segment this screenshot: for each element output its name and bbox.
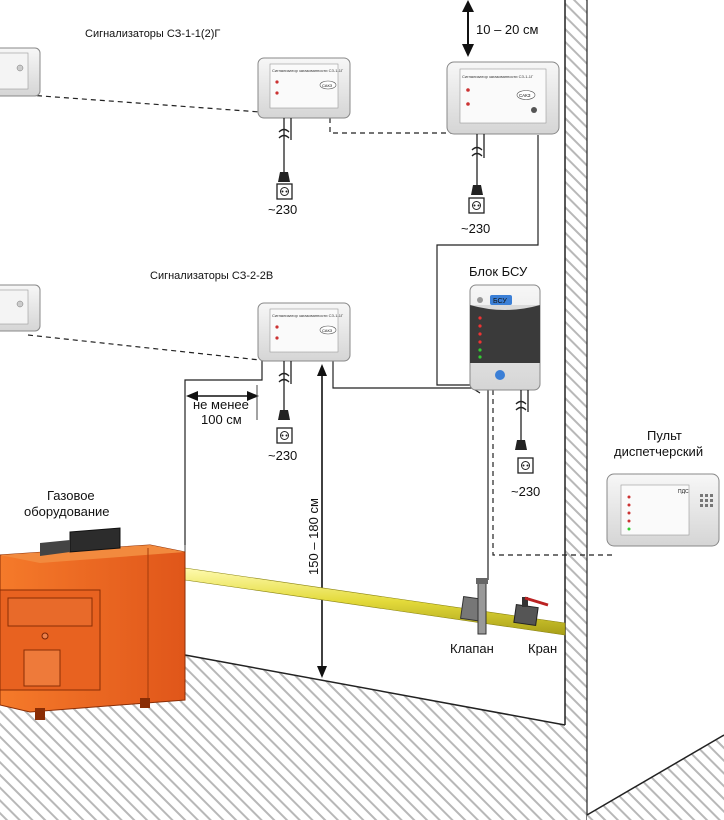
power-cord-1 xyxy=(278,118,292,172)
height-range-label: 150 – 180 см xyxy=(306,498,321,575)
socket-3 xyxy=(276,427,293,444)
sensor-top-right-header: Сигнализатор загазованности СЗ-1-1Г xyxy=(462,74,534,79)
sensor-top-left xyxy=(0,47,41,97)
gas-pipe xyxy=(184,567,566,636)
bsu-power-cord xyxy=(515,390,529,448)
dispatcher-console: ПДС xyxy=(606,473,720,547)
right-floor-edge xyxy=(586,734,724,816)
power-cord-3 xyxy=(278,361,292,412)
mains-label-3: ~230 xyxy=(268,448,297,463)
console-label-1: Пульт xyxy=(647,428,682,443)
gas-equipment-label-2: оборудование xyxy=(24,504,110,519)
socket-4 xyxy=(517,457,534,474)
min-distance-arrow xyxy=(186,385,259,420)
valve-label: Клапан xyxy=(450,641,494,656)
group2-label: Сигнализаторы СЗ-2-2В xyxy=(150,270,273,282)
gas-equipment-label-1: Газовое xyxy=(47,488,95,503)
socket-2 xyxy=(468,197,485,214)
mains-label-4: ~230 xyxy=(511,484,540,499)
right-wall xyxy=(565,0,587,820)
console-brand: ПДС xyxy=(678,489,689,495)
socket-1 xyxy=(276,183,293,200)
plug-2 xyxy=(471,185,483,195)
bsu-title: Блок БСУ xyxy=(469,264,528,279)
sensor-top-right: Сигнализатор загазованности СЗ-1-1Г САКЗ xyxy=(446,61,560,135)
gas-boiler xyxy=(0,527,186,720)
console-label-2: диспетчерский xyxy=(614,444,703,459)
min-distance-label-2: 100 см xyxy=(201,412,242,427)
tap-label: Кран xyxy=(528,641,557,656)
height-dimension-arrow xyxy=(317,364,327,678)
tap xyxy=(513,596,549,627)
ceiling-gap-arrow xyxy=(462,0,474,57)
sensor-top-middle: Сигнализатор загазованности СЗ-1-1Г САКЗ xyxy=(257,57,351,119)
sensor-mid-left xyxy=(0,284,41,332)
power-cord-2 xyxy=(471,134,485,192)
plug-4 xyxy=(515,440,527,450)
mains-label-1: ~230 xyxy=(268,202,297,217)
mains-label-2: ~230 xyxy=(461,221,490,236)
sensor-top-right-brand: САКЗ xyxy=(519,93,531,98)
sensor-top-middle-brand: САКЗ xyxy=(322,83,333,88)
floor-edge xyxy=(184,654,566,726)
plug-1 xyxy=(278,172,290,182)
sensor-mid-brand: САКЗ xyxy=(322,328,333,333)
sensor-top-middle-header: Сигнализатор загазованности СЗ-1-1Г xyxy=(272,68,344,73)
bsu-brand: БСУ xyxy=(493,298,507,305)
dashed-wiring xyxy=(27,94,612,556)
bsu-block: БСУ xyxy=(469,284,541,391)
sensor-mid: Сигнализатор загазованности СЗ-1-1Г САКЗ xyxy=(257,302,351,362)
ceiling-gap-label: 10 – 20 см xyxy=(476,22,538,37)
valve xyxy=(460,578,488,635)
group1-label: Сигнализаторы СЗ-1-1(2)Г xyxy=(85,28,220,40)
right-floor xyxy=(587,735,724,820)
plug-3 xyxy=(278,410,290,420)
min-distance-label-1: не менее xyxy=(193,397,249,412)
sensor-mid-header: Сигнализатор загазованности СЗ-1-1Г xyxy=(272,313,344,318)
